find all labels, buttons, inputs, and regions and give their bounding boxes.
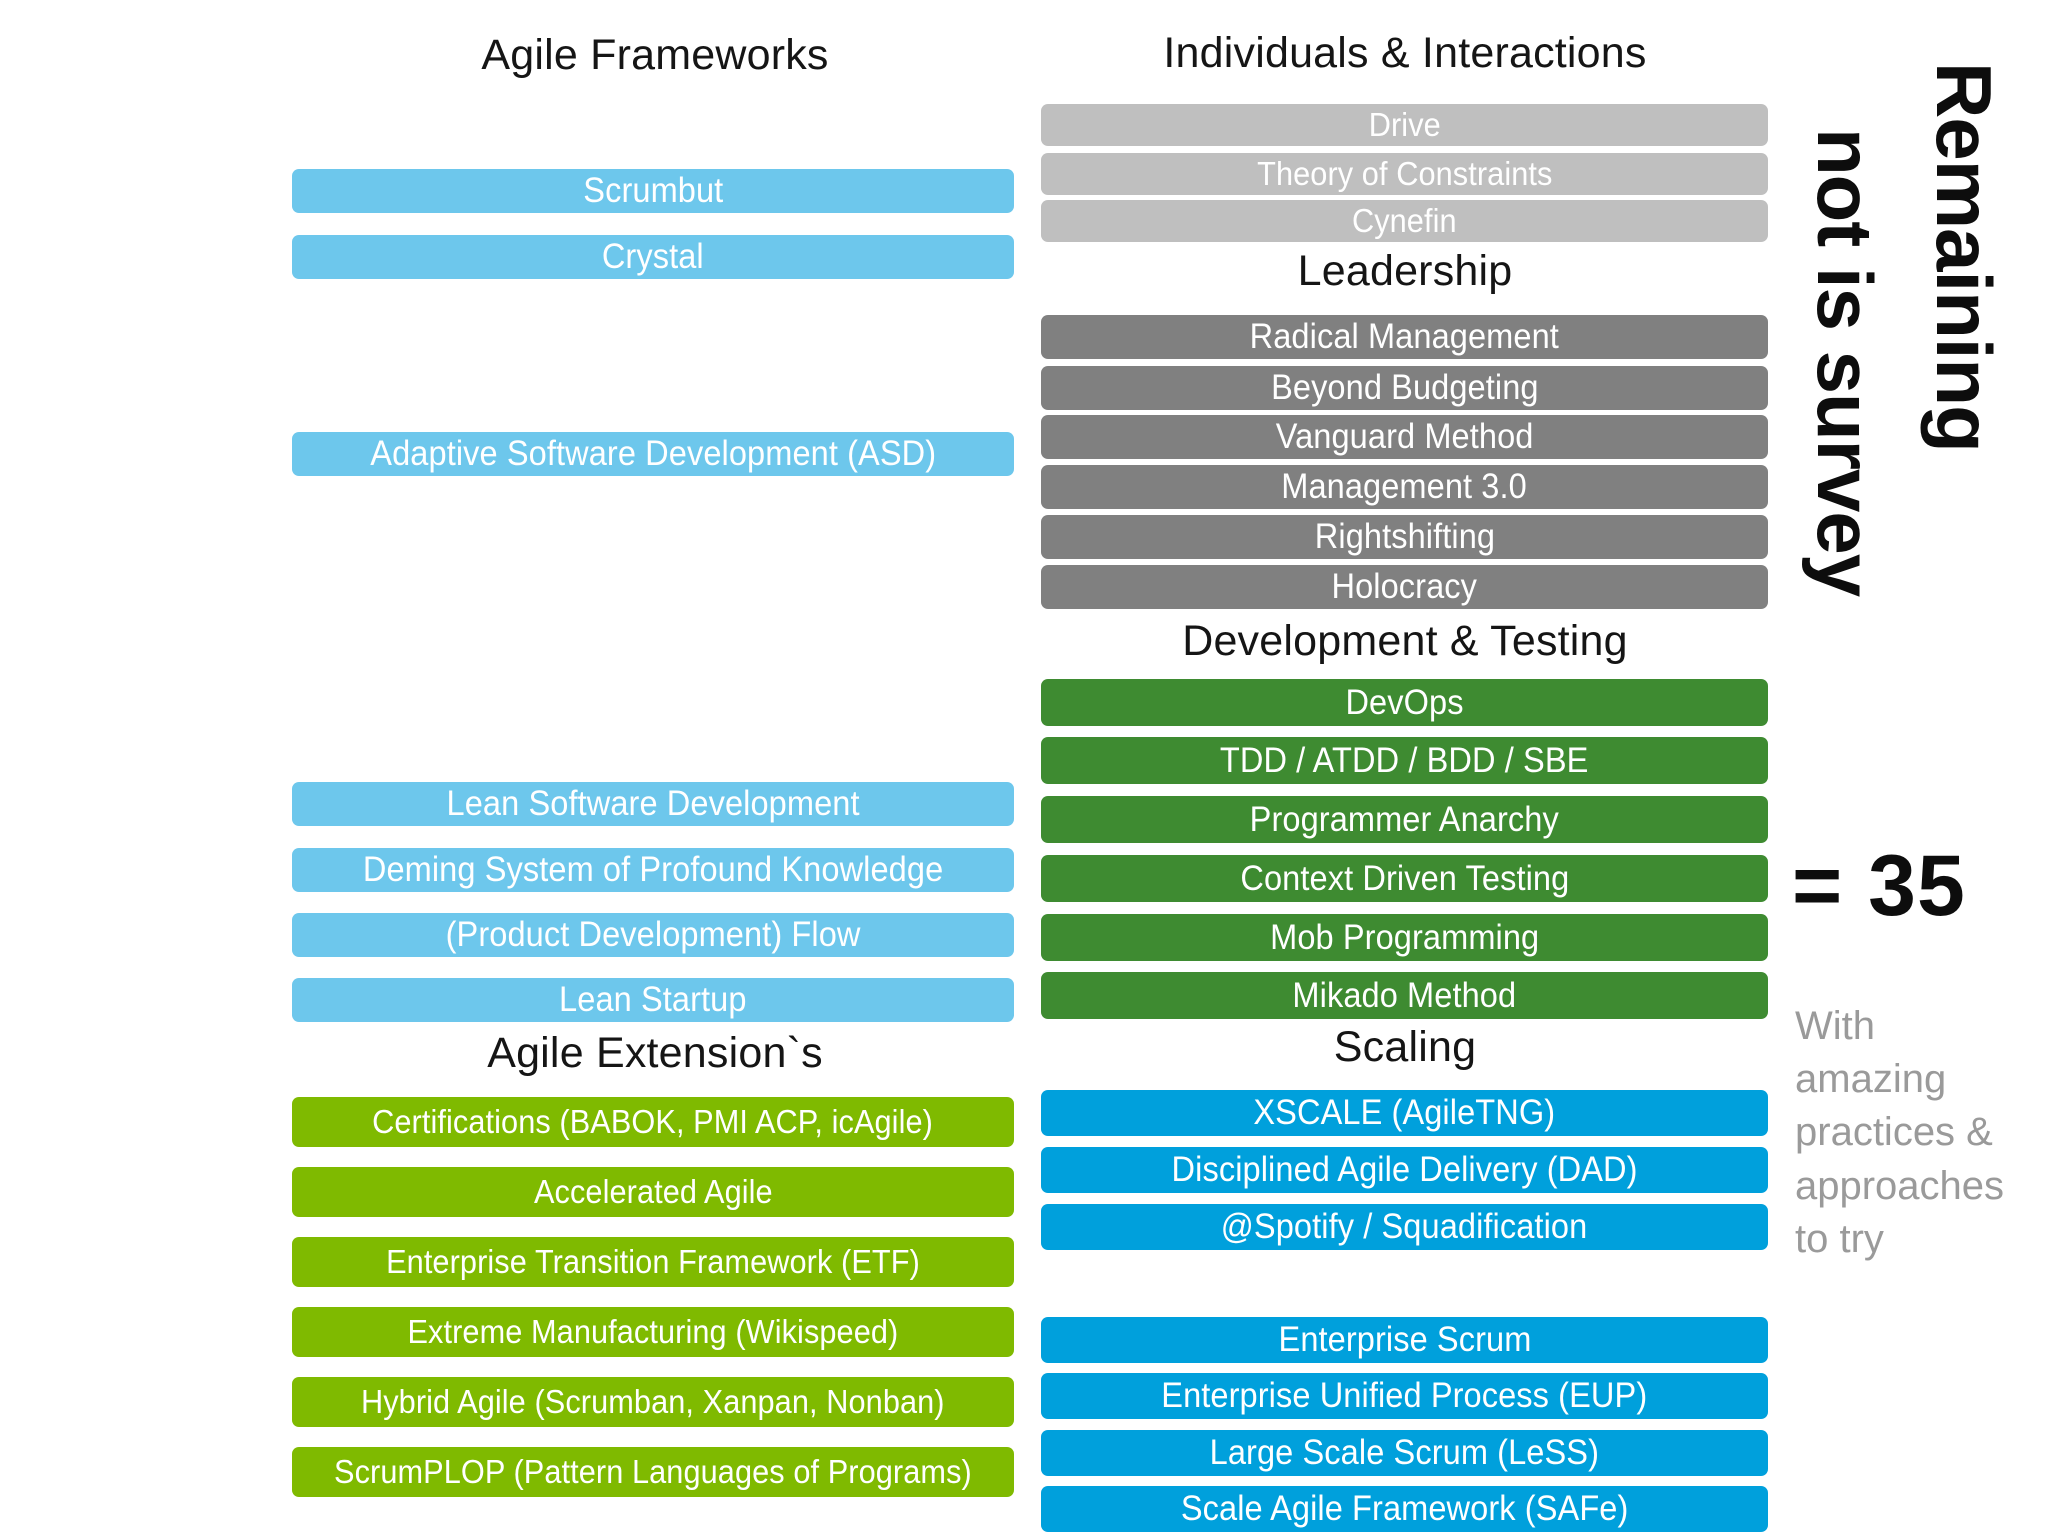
bar-adaptive-software-development[interactable]: Adaptive Software Development (ASD)	[292, 432, 1014, 476]
bar-label: Deming System of Profound Knowledge	[362, 850, 944, 889]
bar-label: Theory of Constraints	[1256, 155, 1553, 192]
bar-label: Context Driven Testing	[1240, 858, 1569, 898]
bar-label: (Product Development) Flow	[445, 915, 861, 954]
bar-label: Vanguard Method	[1275, 417, 1534, 456]
total-count: = 35	[1792, 838, 1966, 934]
bar-label: Cynefin	[1352, 202, 1457, 239]
bar-label: Large Scale Scrum (LeSS)	[1209, 1433, 1600, 1472]
bar-devops[interactable]: DevOps	[1041, 679, 1768, 726]
bar-deming-system-of-profound-knowledge[interactable]: Deming System of Profound Knowledge	[292, 848, 1014, 892]
bar-mikado-method[interactable]: Mikado Method	[1041, 972, 1768, 1019]
bar-enterprise-scrum[interactable]: Enterprise Scrum	[1041, 1317, 1768, 1363]
section-title-agile-extensions: Agile Extension`s	[487, 1029, 823, 1077]
bar-label: Disciplined Agile Delivery (DAD)	[1171, 1150, 1638, 1189]
bar-label: Accelerated Agile	[533, 1173, 773, 1210]
bar-lean-startup[interactable]: Lean Startup	[292, 978, 1014, 1022]
bar-certifications[interactable]: Certifications (BABOK, PMI ACP, icAgile)	[292, 1097, 1014, 1147]
bar-scale-agile-framework[interactable]: Scale Agile Framework (SAFe)	[1041, 1486, 1768, 1532]
bar-lean-software-development[interactable]: Lean Software Development	[292, 782, 1014, 826]
bar-product-development-flow[interactable]: (Product Development) Flow	[292, 913, 1014, 957]
bar-context-driven-testing[interactable]: Context Driven Testing	[1041, 855, 1768, 902]
section-title-individuals-interactions: Individuals & Interactions	[1163, 29, 1647, 77]
section-title-leadership: Leadership	[1297, 247, 1513, 295]
bar-crystal[interactable]: Crystal	[292, 235, 1014, 279]
bar-label: Mob Programming	[1269, 917, 1540, 957]
section-title-scaling: Scaling	[1333, 1023, 1477, 1071]
bar-spotify-squadification[interactable]: @Spotify / Squadification	[1041, 1204, 1768, 1250]
bar-enterprise-unified-process[interactable]: Enterprise Unified Process (EUP)	[1041, 1373, 1768, 1419]
bar-disciplined-agile-delivery[interactable]: Disciplined Agile Delivery (DAD)	[1041, 1147, 1768, 1193]
bar-label: @Spotify / Squadification	[1221, 1207, 1588, 1246]
rotated-label-not-is-survey: not is survey	[1801, 128, 1889, 597]
bar-large-scale-scrum[interactable]: Large Scale Scrum (LeSS)	[1041, 1430, 1768, 1476]
bar-label: Rightshifting	[1314, 517, 1495, 556]
bar-accelerated-agile[interactable]: Accelerated Agile	[292, 1167, 1014, 1217]
bar-holocracy[interactable]: Holocracy	[1041, 565, 1768, 609]
bar-enterprise-transition-framework[interactable]: Enterprise Transition Framework (ETF)	[292, 1237, 1014, 1287]
bar-scrumbut[interactable]: Scrumbut	[292, 169, 1014, 213]
bar-label: Lean Software Development	[446, 784, 860, 823]
bar-label: Extreme Manufacturing (Wikispeed)	[407, 1313, 899, 1350]
bar-label: Beyond Budgeting	[1270, 368, 1539, 407]
bar-label: Mikado Method	[1292, 975, 1517, 1015]
bar-radical-management[interactable]: Radical Management	[1041, 315, 1768, 359]
bar-label: Enterprise Scrum	[1278, 1320, 1531, 1359]
bar-label: Certifications (BABOK, PMI ACP, icAgile)	[372, 1103, 934, 1140]
bar-vanguard-method[interactable]: Vanguard Method	[1041, 415, 1768, 459]
bar-label: Enterprise Unified Process (EUP)	[1161, 1376, 1648, 1415]
bar-mob-programming[interactable]: Mob Programming	[1041, 914, 1768, 961]
section-title-agile-frameworks: Agile Frameworks	[481, 31, 829, 79]
bar-label: Hybrid Agile (Scrumban, Xanpan, Nonban)	[361, 1383, 945, 1420]
bar-cynefin[interactable]: Cynefin	[1041, 200, 1768, 242]
bar-label: Enterprise Transition Framework (ETF)	[386, 1243, 920, 1280]
bar-label: TDD / ATDD / BDD / SBE	[1220, 740, 1589, 780]
bar-label: Programmer Anarchy	[1249, 799, 1560, 839]
bar-rightshifting[interactable]: Rightshifting	[1041, 515, 1768, 559]
bar-label: Drive	[1368, 106, 1441, 143]
bar-label: Lean Startup	[559, 980, 747, 1019]
bar-label: Scale Agile Framework (SAFe)	[1180, 1489, 1629, 1528]
rotated-label-remaining: Remaining	[1920, 62, 2008, 452]
bar-label: ScrumPLOP (Pattern Languages of Programs…	[334, 1453, 972, 1490]
bar-xscale[interactable]: XSCALE (AgileTNG)	[1041, 1090, 1768, 1136]
section-title-development-testing: Development & Testing	[1182, 617, 1628, 665]
bar-label: XSCALE (AgileTNG)	[1253, 1093, 1556, 1132]
bar-label: Radical Management	[1249, 317, 1560, 356]
bar-drive[interactable]: Drive	[1041, 104, 1768, 146]
side-note: With amazing practices & approaches to t…	[1795, 1004, 2005, 1261]
bar-scrumplop[interactable]: ScrumPLOP (Pattern Languages of Programs…	[292, 1447, 1014, 1497]
bar-hybrid-agile[interactable]: Hybrid Agile (Scrumban, Xanpan, Nonban)	[292, 1377, 1014, 1427]
bar-label: Crystal	[602, 237, 704, 276]
bar-management-30[interactable]: Management 3.0	[1041, 465, 1768, 509]
bar-theory-of-constraints[interactable]: Theory of Constraints	[1041, 153, 1768, 195]
bar-label: Scrumbut	[582, 171, 724, 210]
bar-label: Management 3.0	[1281, 467, 1528, 506]
bar-programmer-anarchy[interactable]: Programmer Anarchy	[1041, 796, 1768, 843]
bar-beyond-budgeting[interactable]: Beyond Budgeting	[1041, 366, 1768, 410]
bar-extreme-manufacturing[interactable]: Extreme Manufacturing (Wikispeed)	[292, 1307, 1014, 1357]
bar-tdd-atdd-bdd-sbe[interactable]: TDD / ATDD / BDD / SBE	[1041, 737, 1768, 784]
bar-label: DevOps	[1345, 682, 1464, 722]
bar-label: Adaptive Software Development (ASD)	[370, 434, 936, 473]
bar-label: Holocracy	[1331, 567, 1478, 606]
